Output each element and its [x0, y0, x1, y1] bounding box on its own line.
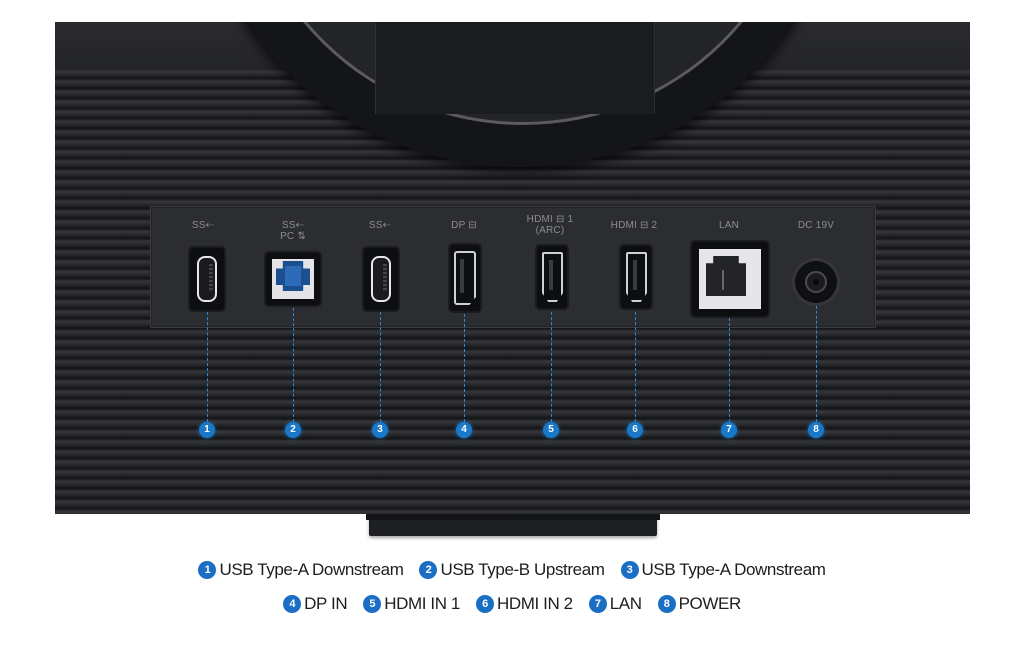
legend-text: USB Type-A Downstream — [219, 560, 404, 579]
legend-item-5: 5 HDMI IN 1 — [363, 594, 460, 614]
legend-text: USB Type-A Downstream — [641, 560, 826, 579]
port-number-badge-6: 6 — [627, 422, 643, 438]
lan-jack-detail — [722, 270, 724, 290]
port-number-badge-7: 7 — [721, 422, 737, 438]
usb-type-a-port-icon — [190, 248, 224, 310]
leader-line-8 — [816, 306, 817, 422]
leader-line-2 — [293, 308, 294, 422]
stand-neck — [375, 22, 655, 114]
legend-number-badge: 1 — [198, 561, 217, 579]
dc-power-jack-icon — [795, 261, 837, 303]
port-number-badge-4: 4 — [456, 422, 472, 438]
legend-number-badge: 4 — [283, 595, 302, 613]
hdmi-port-icon — [537, 246, 567, 308]
port-label-text: LAN — [718, 220, 740, 231]
port-label-5: HDMI ⊟ 1(ARC) — [510, 214, 590, 236]
legend-number-badge: 6 — [475, 595, 494, 613]
leader-line-5 — [551, 312, 552, 422]
leader-line-6 — [635, 312, 636, 422]
port-label-text: HDMI ⊟ 1 — [526, 214, 574, 225]
legend-text: HDMI IN 2 — [496, 594, 573, 613]
port-label-7: LAN — [689, 220, 769, 231]
legend-text: HDMI IN 1 — [384, 594, 460, 613]
legend-number-badge: 5 — [363, 595, 382, 613]
port-label-1: SS⇠ — [163, 220, 243, 231]
leader-line-7 — [729, 318, 730, 422]
port-label-text: HDMI ⊟ 2 — [610, 220, 658, 231]
port-label-6: HDMI ⊟ 2 — [594, 220, 674, 231]
port-label-3: SS⇠ — [340, 220, 420, 231]
usb-type-b-port-icon — [266, 253, 320, 305]
legend-item-7: 7 LAN — [588, 594, 642, 614]
legend-number-badge: 7 — [588, 595, 607, 613]
leader-line-1 — [207, 312, 208, 422]
legend-number-badge: 3 — [620, 561, 639, 579]
port-label-text: SS⇠ — [191, 220, 215, 231]
legend-item-1: 1 USB Type-A Downstream — [198, 560, 404, 580]
port-label-8: DC 19V — [776, 220, 856, 231]
legend-text: POWER — [678, 594, 742, 613]
displayport-icon — [450, 245, 480, 311]
port-label-text: DP ⊟ — [451, 220, 477, 231]
port-label-text: DC 19V — [797, 220, 835, 231]
port-label-2: SS⇠PC ⇅ — [253, 220, 333, 242]
port-sublabel-text: PC ⇅ — [280, 231, 306, 242]
legend-item-8: 8 POWER — [657, 594, 742, 614]
legend-number-badge: 8 — [657, 595, 676, 613]
legend-item-6: 6 HDMI IN 2 — [475, 594, 573, 614]
port-label-text: SS⇠ — [368, 220, 392, 231]
legend-text: DP IN — [304, 594, 348, 613]
legend-text: LAN — [609, 594, 642, 613]
legend-item-4: 4 DP IN — [283, 594, 348, 614]
legend-number-badge: 2 — [419, 561, 438, 579]
usb-type-a-port-icon — [364, 248, 398, 310]
legend-item-2: 2 USB Type-B Upstream — [419, 560, 605, 580]
port-number-badge-5: 5 — [543, 422, 559, 438]
port-sublabel-text: (ARC) — [535, 225, 565, 236]
port-number-badge-2: 2 — [285, 422, 301, 438]
legend-row-2: 4 DP IN 5 HDMI IN 1 6 HDMI IN 2 7 LAN 8 … — [0, 594, 1024, 614]
stand-base — [366, 514, 660, 536]
port-label-text: SS⇠ — [281, 220, 305, 231]
legend-row-1: 1 USB Type-A Downstream 2 USB Type-B Ups… — [0, 560, 1024, 580]
ethernet-port-icon — [692, 242, 768, 316]
port-label-4: DP ⊟ — [424, 220, 504, 231]
port-number-badge-1: 1 — [199, 422, 215, 438]
usb-b-pin — [285, 266, 301, 286]
leader-line-4 — [464, 314, 465, 422]
legend-text: USB Type-B Upstream — [440, 560, 605, 579]
legend-item-3: 3 USB Type-A Downstream — [620, 560, 826, 580]
port-number-badge-3: 3 — [372, 422, 388, 438]
hdmi-port-icon — [621, 246, 651, 308]
port-number-badge-8: 8 — [808, 422, 824, 438]
leader-line-3 — [380, 312, 381, 422]
